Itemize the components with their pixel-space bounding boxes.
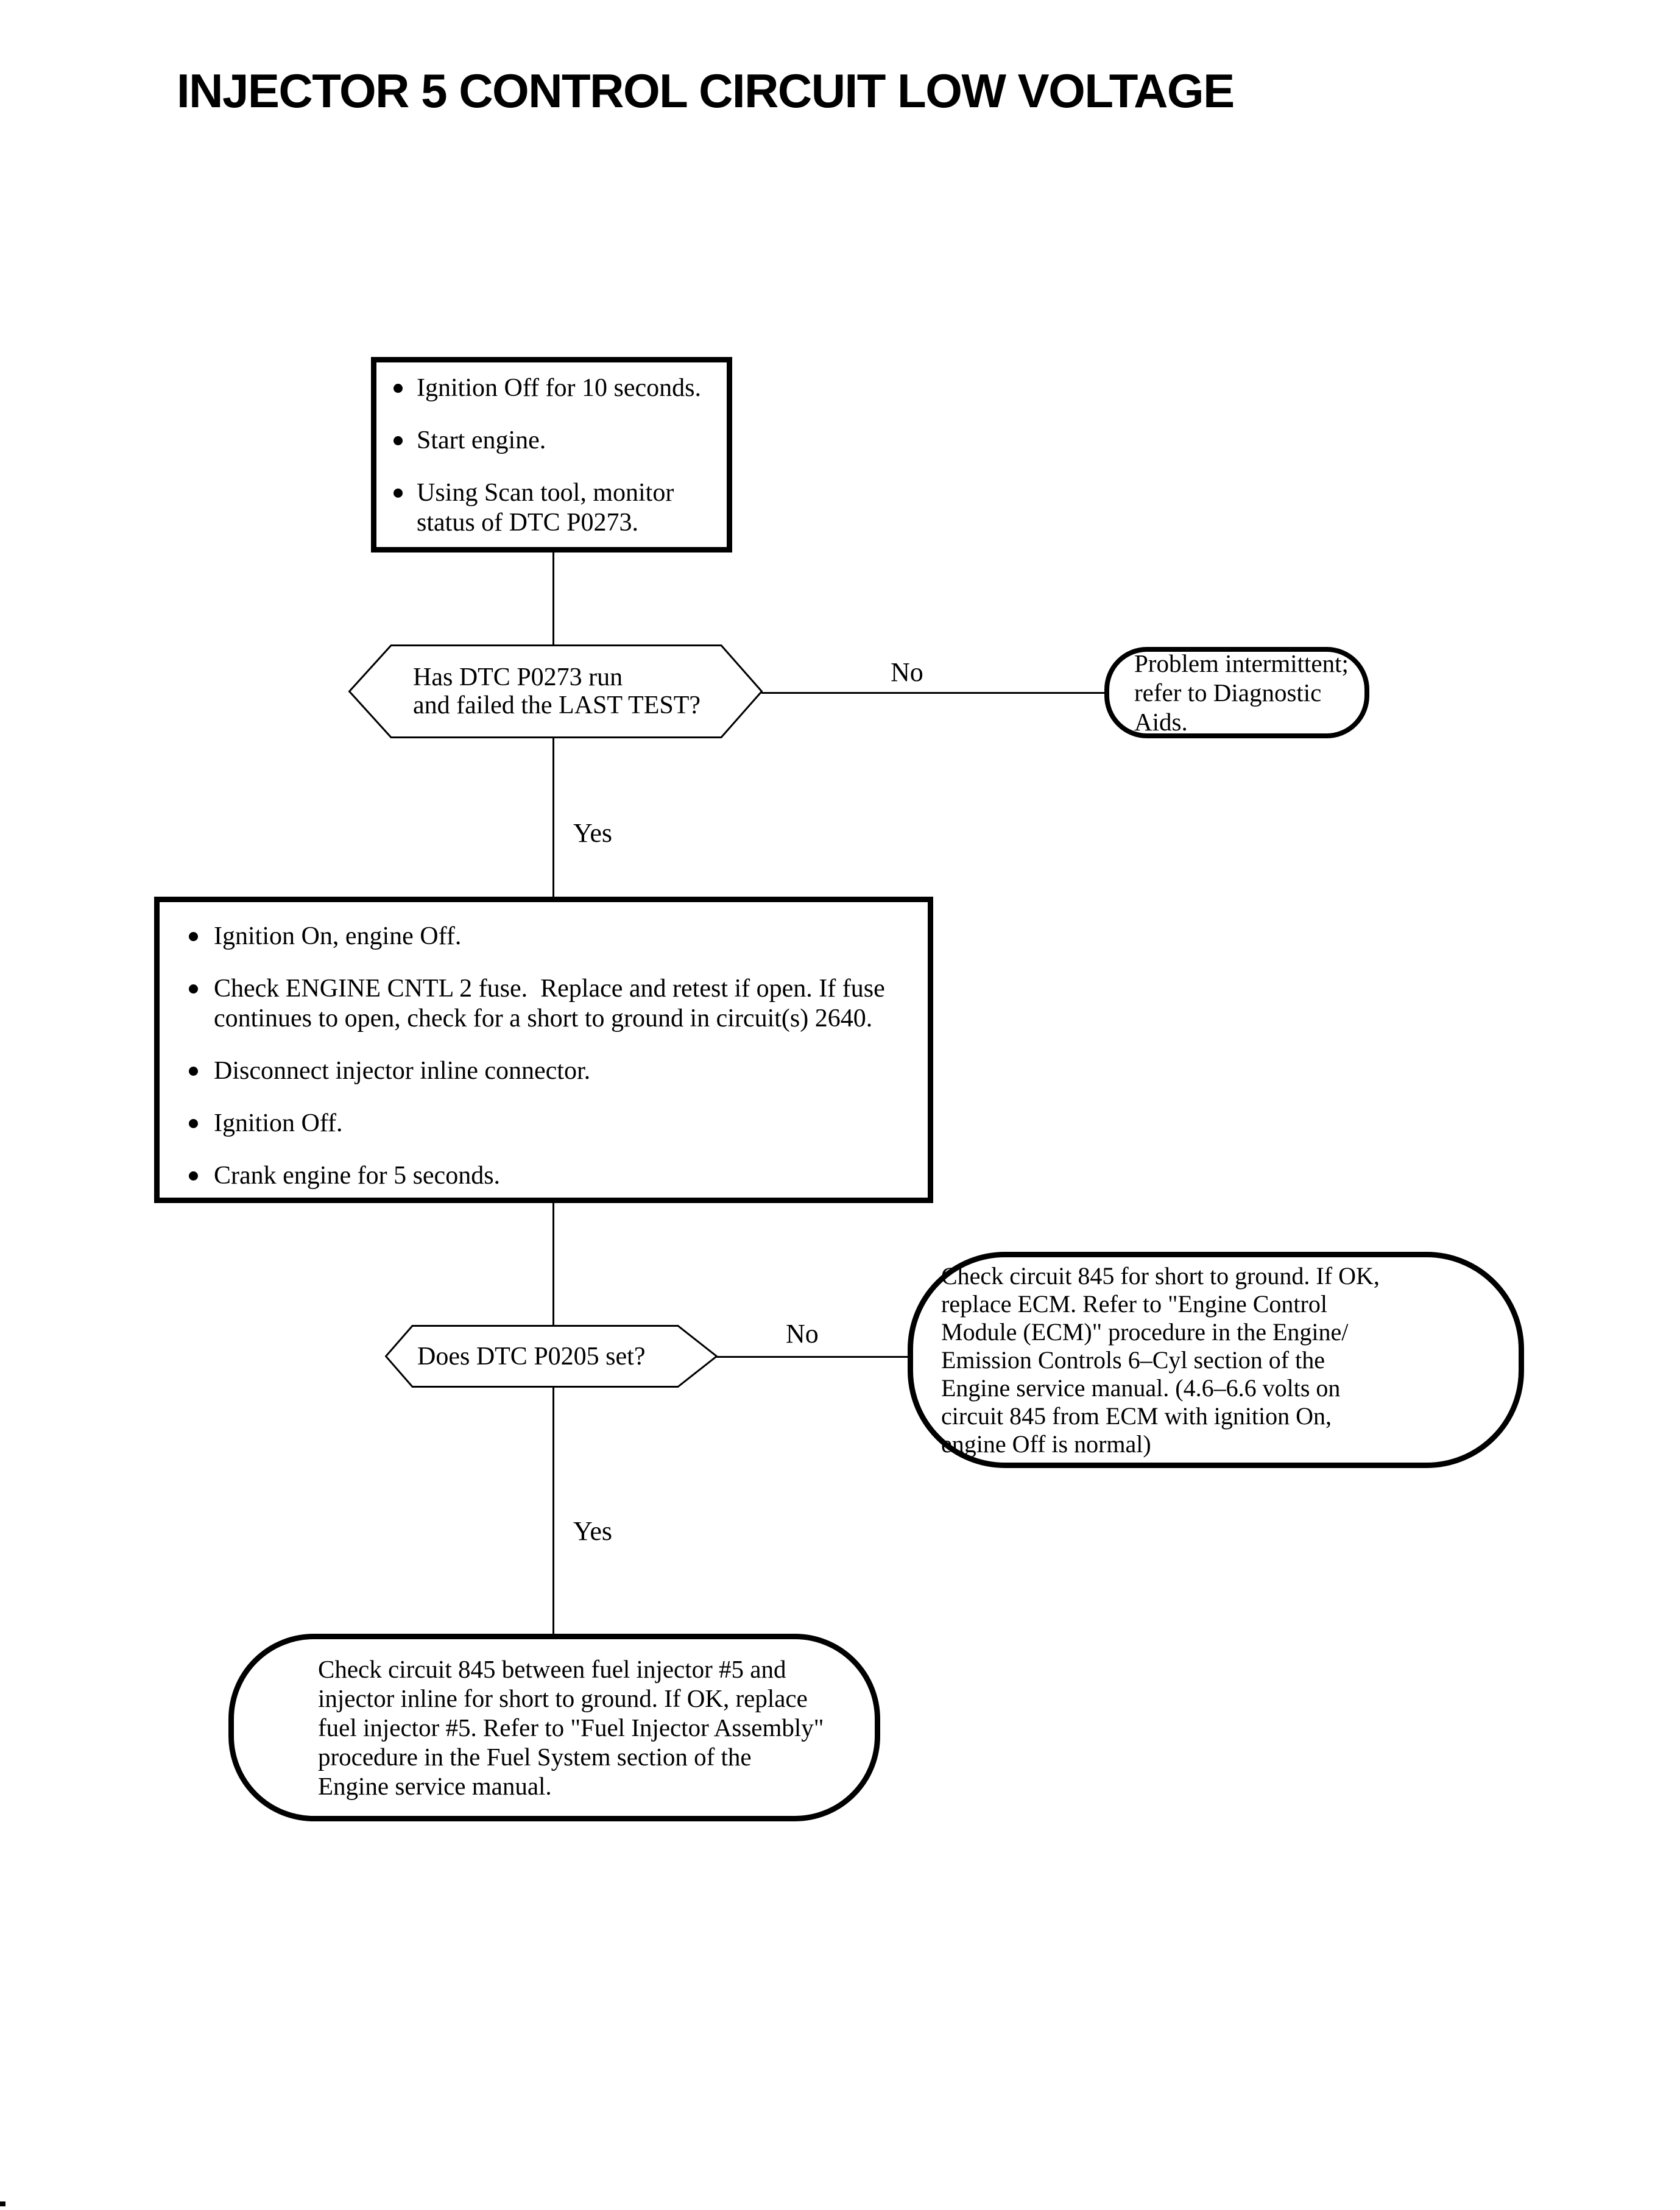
terminal-check-circuit-845-injector: Check circuit 845 between fuel injector … bbox=[228, 1634, 880, 1821]
list-item: Check ENGINE CNTL 2 fuse. Replace and re… bbox=[189, 974, 922, 1034]
bullet-icon bbox=[394, 489, 403, 498]
connector-decision2-yes-to-terminal bbox=[552, 1386, 554, 1636]
list-item: Disconnect injector inline connector. bbox=[189, 1056, 922, 1086]
decision-question: Has DTC P0273 run and failed the LAST TE… bbox=[348, 644, 763, 738]
bullet-icon bbox=[189, 1119, 198, 1128]
bullet-text: Disconnect injector inline connector. bbox=[214, 1057, 591, 1085]
list-item: Start engine. bbox=[394, 426, 721, 456]
list-item: Ignition Off for 10 seconds. bbox=[394, 373, 721, 403]
edge-label-yes: Yes bbox=[573, 1516, 613, 1546]
page-title: INJECTOR 5 CONTROL CIRCUIT LOW VOLTAGE bbox=[177, 64, 1235, 118]
bullet-icon bbox=[189, 1067, 198, 1076]
step-box-initial-checks: Ignition Off for 10 seconds. Start engin… bbox=[371, 357, 732, 552]
bullet-icon bbox=[189, 984, 198, 994]
bullet-text: Ignition On, engine Off. bbox=[214, 922, 462, 950]
edge-label-no: No bbox=[891, 657, 923, 687]
list-item: Ignition Off. bbox=[189, 1109, 922, 1139]
terminal-text: Problem intermittent; refer to Diagnosti… bbox=[1134, 649, 1349, 736]
decision-dtc-p0205-set: Does DTC P0205 set? bbox=[385, 1325, 718, 1388]
bullet-icon bbox=[189, 1171, 198, 1181]
edge-label-no: No bbox=[786, 1319, 819, 1349]
connector-decision1-no-branch bbox=[761, 692, 1106, 694]
list-item: Using Scan tool, monitor status of DTC P… bbox=[394, 478, 721, 538]
bullet-list: Ignition On, engine Off. Check ENGINE CN… bbox=[189, 922, 922, 1191]
connector-step2-to-decision2 bbox=[552, 1200, 554, 1327]
hexagon-shape bbox=[385, 1325, 718, 1388]
bullet-text: Ignition Off for 10 seconds. bbox=[417, 374, 701, 402]
connector-decision1-yes-to-step2 bbox=[552, 737, 554, 899]
terminal-check-circuit-845-ecm: Check circuit 845 for short to ground. I… bbox=[908, 1252, 1524, 1468]
bullet-text: Start engine. bbox=[417, 426, 546, 454]
hexagon-shape bbox=[348, 644, 763, 738]
connector-decision2-no-branch bbox=[716, 1356, 909, 1358]
terminal-text: Check circuit 845 for short to ground. I… bbox=[941, 1262, 1380, 1458]
bullet-list: Ignition Off for 10 seconds. Start engin… bbox=[394, 373, 721, 538]
decision-question-text: Does DTC P0205 set? bbox=[417, 1342, 646, 1371]
bullet-text: Check ENGINE CNTL 2 fuse. Replace and re… bbox=[214, 975, 885, 1033]
terminal-problem-intermittent: Problem intermittent; refer to Diagnosti… bbox=[1104, 647, 1369, 738]
list-item: Ignition On, engine Off. bbox=[189, 922, 922, 951]
decision-question-text: Has DTC P0273 run and failed the LAST TE… bbox=[413, 663, 701, 719]
terminal-text: Check circuit 845 between fuel injector … bbox=[318, 1655, 824, 1800]
bullet-text: Using Scan tool, monitor status of DTC P… bbox=[417, 479, 674, 537]
bullet-icon bbox=[189, 932, 198, 941]
list-item: Crank engine for 5 seconds. bbox=[189, 1161, 922, 1191]
edge-label-yes: Yes bbox=[573, 818, 613, 848]
bullet-text: Crank engine for 5 seconds. bbox=[214, 1162, 501, 1190]
bullet-text: Ignition Off. bbox=[214, 1109, 343, 1137]
step-box-fuse-and-crank-checks: Ignition On, engine Off. Check ENGINE CN… bbox=[154, 897, 933, 1203]
decision-question: Does DTC P0205 set? bbox=[385, 1325, 718, 1388]
decision-dtc-p0273-last-test: Has DTC P0273 run and failed the LAST TE… bbox=[348, 644, 763, 738]
connector-step1-to-decision1 bbox=[552, 548, 554, 646]
bullet-icon bbox=[394, 384, 403, 393]
scan-artifact bbox=[0, 2201, 5, 2206]
bullet-icon bbox=[394, 436, 403, 445]
